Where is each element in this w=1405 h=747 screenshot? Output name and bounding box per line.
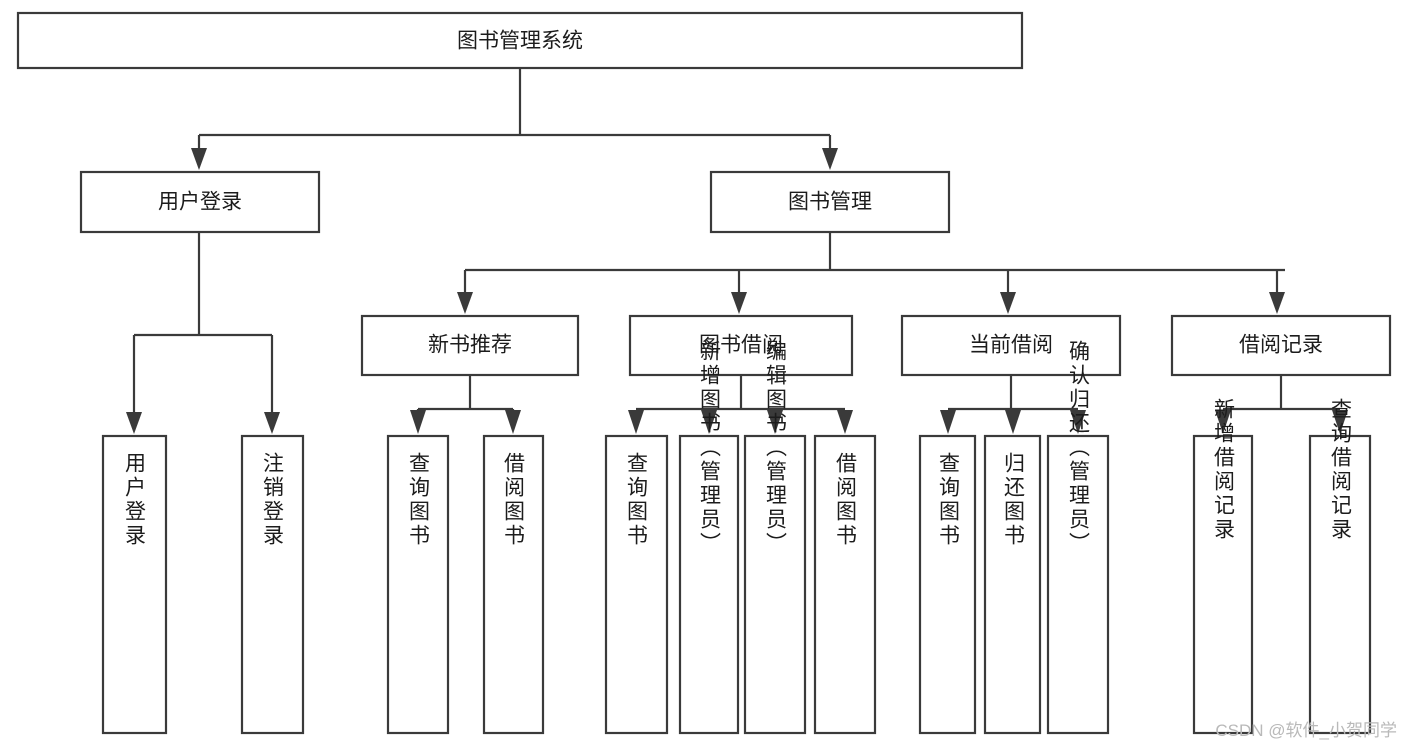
arrow-head-icon [731, 292, 747, 314]
csdn-watermark: CSDN @软件_小贺同学 [1215, 721, 1397, 740]
node-current-borrow-box[interactable] [900, 314, 1122, 377]
node-new-book-recommend[interactable]: 新书推荐 [360, 314, 580, 377]
node-root[interactable]: 图书管理系统 [16, 11, 1024, 70]
arrow-head-icon [1269, 292, 1285, 314]
arrow-head-icon [410, 410, 426, 434]
node-book-management[interactable]: 图书管理 [709, 170, 951, 234]
node-new-book-recommend-label: 新书推荐 [428, 334, 512, 357]
node-borrow-record-box[interactable] [1170, 314, 1392, 377]
node-book-borrow-label: 图书借阅 [699, 334, 783, 357]
node-leaf-logout-login-box[interactable] [240, 434, 305, 735]
arrow-head-icon [1005, 410, 1021, 434]
arrow-head-icon [264, 412, 280, 434]
node-leaf-add-borrow-record[interactable]: 新增借阅记录 [1192, 398, 1254, 735]
node-leaf-borrow-book-1-box[interactable] [482, 434, 545, 735]
arrow-head-icon [1215, 410, 1231, 434]
node-current-borrow[interactable]: 当前借阅 [900, 314, 1122, 377]
arrow-head-icon [940, 410, 956, 434]
arrow-head-icon [701, 410, 717, 434]
node-leaf-logout-login[interactable]: 注销登录 [240, 434, 305, 735]
arrow-head-icon [1332, 410, 1348, 434]
arrow-head-icon [1000, 292, 1016, 314]
node-leaf-add-book-box[interactable] [678, 434, 740, 735]
node-leaf-query-book-3[interactable]: 查询图书 [918, 434, 977, 735]
arrow-head-icon [628, 410, 644, 434]
node-book-management-label: 图书管理 [788, 191, 872, 214]
node-leaf-add-borrow-record-box[interactable] [1192, 434, 1254, 735]
arrow-head-icon [505, 410, 521, 434]
node-user-login-box[interactable] [79, 170, 321, 234]
arrow-head-icon [767, 410, 783, 434]
node-leaf-add-book[interactable]: 新增图书（管理员） [678, 340, 740, 735]
node-book-borrow[interactable]: 图书借阅 [628, 314, 854, 377]
node-leaf-return-book[interactable]: 归还图书 [983, 434, 1042, 735]
node-leaf-confirm-return-label: 确认归还（管理员） [1067, 340, 1091, 556]
node-leaf-confirm-return-box[interactable] [1046, 434, 1110, 735]
node-leaf-confirm-return[interactable]: 确认归还（管理员） [1046, 340, 1110, 735]
node-leaf-edit-book-label: 编辑图书（管理员） [764, 340, 788, 556]
node-leaf-query-book-1-box[interactable] [386, 434, 450, 735]
arrow-head-icon [126, 412, 142, 434]
node-leaf-borrow-book-2-label: 借阅图书 [834, 452, 858, 548]
arrow-head-icon [457, 292, 473, 314]
node-leaf-return-book-box[interactable] [983, 434, 1042, 735]
node-leaf-query-borrow-record[interactable]: 查询借阅记录 [1308, 398, 1372, 735]
node-leaf-query-book-3-box[interactable] [918, 434, 977, 735]
node-user-login-label: 用户登录 [158, 191, 242, 214]
node-root-label: 图书管理系统 [457, 30, 583, 53]
node-leaf-borrow-book-2[interactable]: 借阅图书 [813, 434, 877, 735]
node-leaf-query-borrow-record-label: 查询借阅记录 [1329, 398, 1353, 542]
node-leaf-borrow-book-1-label: 借阅图书 [502, 452, 526, 548]
arrow-head-icon [822, 148, 838, 170]
node-leaf-user-login-box[interactable] [101, 434, 168, 735]
node-leaf-edit-book[interactable]: 编辑图书（管理员） [743, 340, 807, 735]
node-borrow-record-label: 借阅记录 [1239, 334, 1323, 357]
arrow-head-icon [191, 148, 207, 170]
node-leaf-query-book-1[interactable]: 查询图书 [386, 434, 450, 735]
node-leaf-add-borrow-record-label: 新增借阅记录 [1212, 398, 1236, 542]
node-leaf-query-borrow-record-box[interactable] [1308, 434, 1372, 735]
node-root-box[interactable] [16, 11, 1024, 70]
node-leaf-query-book-1-label: 查询图书 [407, 452, 431, 548]
edges-layer [126, 68, 1348, 434]
node-leaf-edit-book-box[interactable] [743, 434, 807, 735]
node-leaf-add-book-label: 新增图书（管理员） [698, 340, 722, 556]
node-current-borrow-label: 当前借阅 [969, 334, 1053, 357]
node-book-borrow-box[interactable] [628, 314, 854, 377]
node-user-login[interactable]: 用户登录 [79, 170, 321, 234]
node-leaf-borrow-book-1[interactable]: 借阅图书 [482, 434, 545, 735]
node-leaf-logout-login-label: 注销登录 [261, 452, 285, 548]
node-leaf-user-login-label: 用户登录 [123, 452, 147, 548]
node-leaf-query-book-2-box[interactable] [604, 434, 669, 735]
node-new-book-recommend-box[interactable] [360, 314, 580, 377]
node-leaf-borrow-book-2-box[interactable] [813, 434, 877, 735]
node-book-management-box[interactable] [709, 170, 951, 234]
node-leaf-query-book-2-label: 查询图书 [625, 452, 649, 548]
node-leaf-user-login[interactable]: 用户登录 [101, 434, 168, 735]
arrow-head-icon [1070, 410, 1086, 434]
node-leaf-return-book-label: 归还图书 [1002, 452, 1026, 548]
node-leaf-query-book-3-label: 查询图书 [937, 452, 961, 548]
node-leaf-query-book-2[interactable]: 查询图书 [604, 434, 669, 735]
node-borrow-record[interactable]: 借阅记录 [1170, 314, 1392, 377]
arrow-head-icon [837, 410, 853, 434]
